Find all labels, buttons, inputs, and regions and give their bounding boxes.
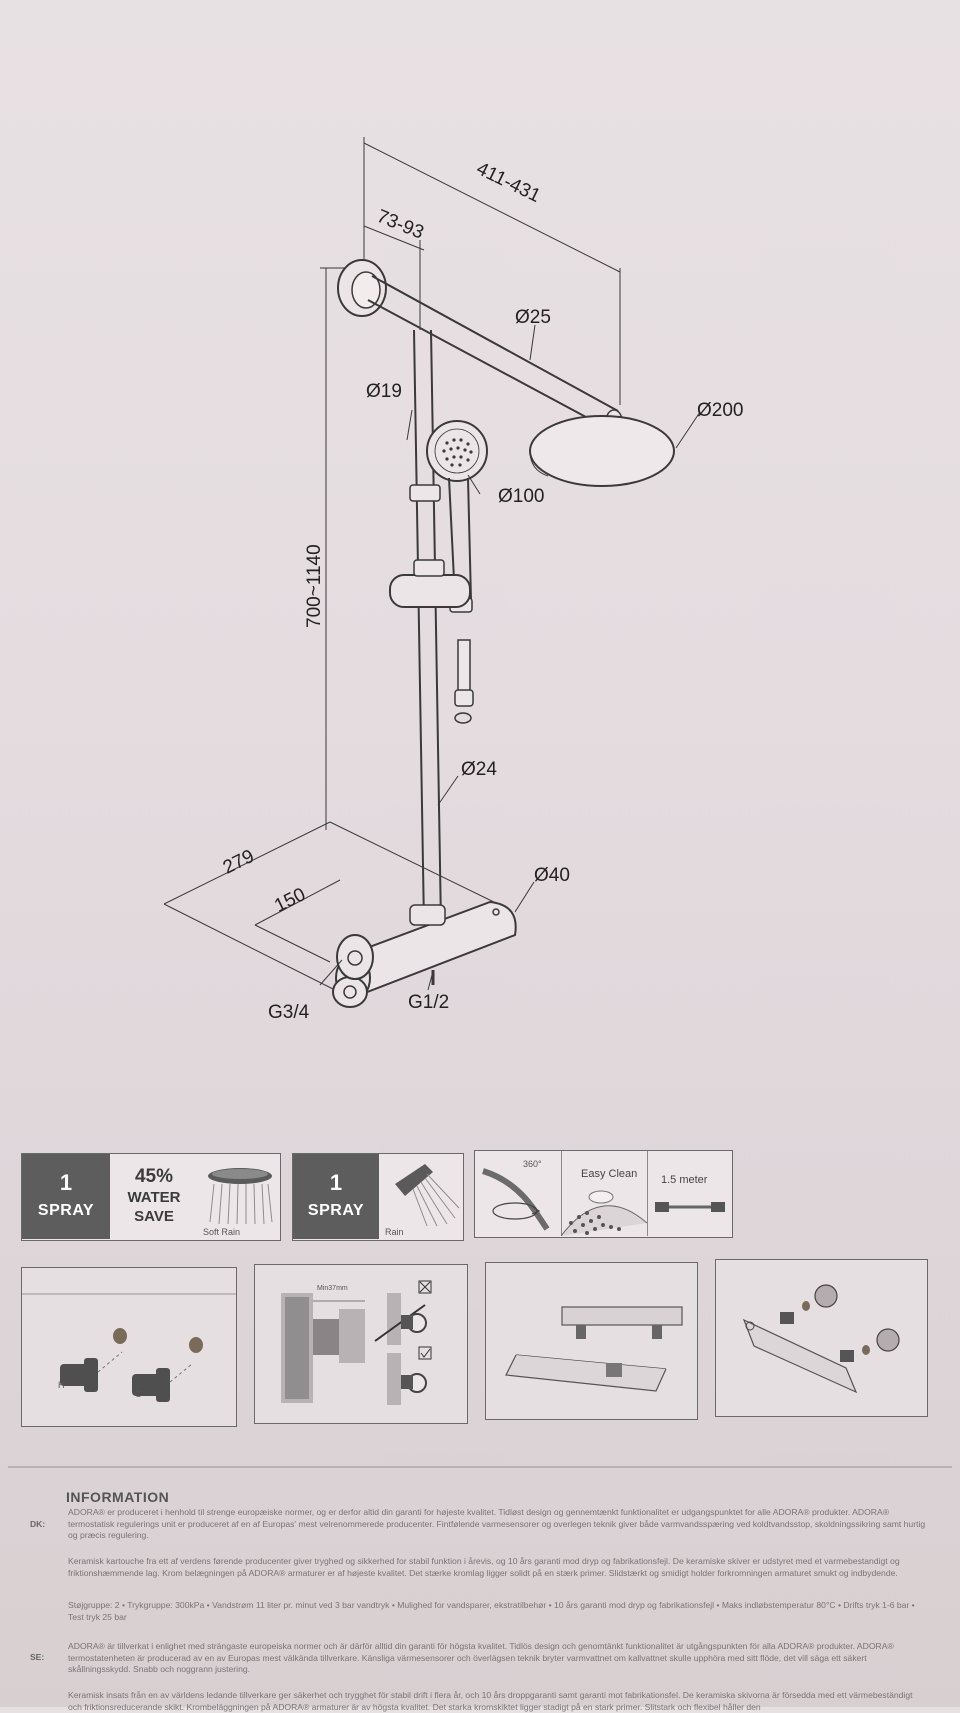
info-se-paragraph-1: ADORA® är tillverkat i enlighet med strä… (68, 1641, 894, 1674)
swivel-icon (482, 1168, 550, 1231)
lang-code-dk: DK: (30, 1519, 46, 1529)
easy-clean-label: Easy Clean (581, 1168, 638, 1180)
hot-inlet-label: H (58, 1380, 65, 1390)
hose-icon (655, 1202, 725, 1212)
water-save-percent: 45% (134, 1166, 174, 1187)
install-step-1: H C (21, 1267, 237, 1427)
easy-clean-section: Easy Clean (561, 1151, 648, 1236)
dim-height-range: 700~1140 (304, 544, 325, 628)
easy-clean-icon (561, 1190, 647, 1236)
dim-depth-inner: 150 (271, 884, 309, 917)
dim-head-diameter: Ø200 (697, 400, 743, 421)
tile-depth-icon (281, 1280, 432, 1405)
valve-connectors-icon (22, 1293, 236, 1402)
info-divider (8, 1466, 952, 1468)
feature-tile-hand: 1 SPRAY Rain (292, 1153, 464, 1241)
hand-spray-badge: 1 SPRAY (293, 1154, 379, 1239)
cold-inlet-label: C (135, 1389, 142, 1399)
min-height-note: Min37mm (317, 1285, 348, 1292)
swivel-angle-label: 360° (523, 1159, 542, 1169)
dim-rail-diameter: Ø24 (461, 759, 497, 780)
connect-body-icon (742, 1284, 900, 1394)
hand-spray-word: SPRAY (307, 1202, 365, 1219)
level-mounting-icon (505, 1306, 683, 1392)
info-dk-paragraph-1: ADORA® er produceret i henhold til stren… (68, 1507, 926, 1540)
swivel-section: 360° (475, 1151, 562, 1236)
dim-inlet-thread: G3/4 (268, 1002, 310, 1023)
info-dk-paragraph-2: Keramisk kartouche fra ett af verdens fø… (68, 1556, 900, 1578)
dim-outlet-thread: G1/2 (408, 992, 449, 1013)
overhead-mode-caption: Soft Rain (203, 1227, 241, 1237)
hand-mode-caption: Rain (385, 1227, 404, 1237)
shower-system-diagram: 411-431 73-93 Ø25 Ø200 Ø19 Ø100 700~1140… (163, 137, 743, 1023)
lang-code-se: SE: (30, 1652, 45, 1662)
water-save-line1: WATER (127, 1189, 181, 1206)
install-step-2: Min37mm (254, 1264, 468, 1424)
soft-rain-icon (208, 1168, 273, 1225)
dim-arm-length: 411-431 (473, 158, 544, 207)
overhead-spray-count: 1 (59, 1170, 73, 1195)
info-se-paragraph-2: Keramisk insats från en av världens leda… (68, 1690, 913, 1712)
water-save-badge: 45% WATER SAVE (112, 1166, 196, 1226)
info-title: INFORMATION (66, 1489, 170, 1505)
dim-hose-diameter: Ø19 (366, 381, 402, 402)
hose-length-label: 1.5 meter (661, 1174, 708, 1186)
dim-arm-diameter: Ø25 (515, 307, 551, 328)
hand-spray-count: 1 (329, 1170, 343, 1195)
hose-section: 1.5 meter (647, 1151, 732, 1236)
overhead-spray-badge: 1 SPRAY (22, 1154, 110, 1239)
hand-rain-icon (395, 1164, 460, 1227)
dim-hand-shower-diameter: Ø100 (498, 486, 544, 507)
install-step-4 (715, 1259, 928, 1417)
feature-tile-extras: 360° Easy Clean 1.5 meter (474, 1150, 733, 1238)
info-dk-paragraph-3: Støjgruppe: 2 • Trykgruppe: 300kPa • Van… (68, 1600, 915, 1622)
overhead-spray-word: SPRAY (37, 1202, 95, 1219)
dim-body-diameter: Ø40 (534, 865, 570, 886)
install-step-3 (485, 1262, 698, 1420)
feature-tile-overhead: 1 SPRAY 45% WATER SAVE Soft Rain (21, 1153, 281, 1241)
dim-arm-offset: 73-93 (374, 206, 427, 244)
water-save-line2: SAVE (134, 1208, 174, 1225)
